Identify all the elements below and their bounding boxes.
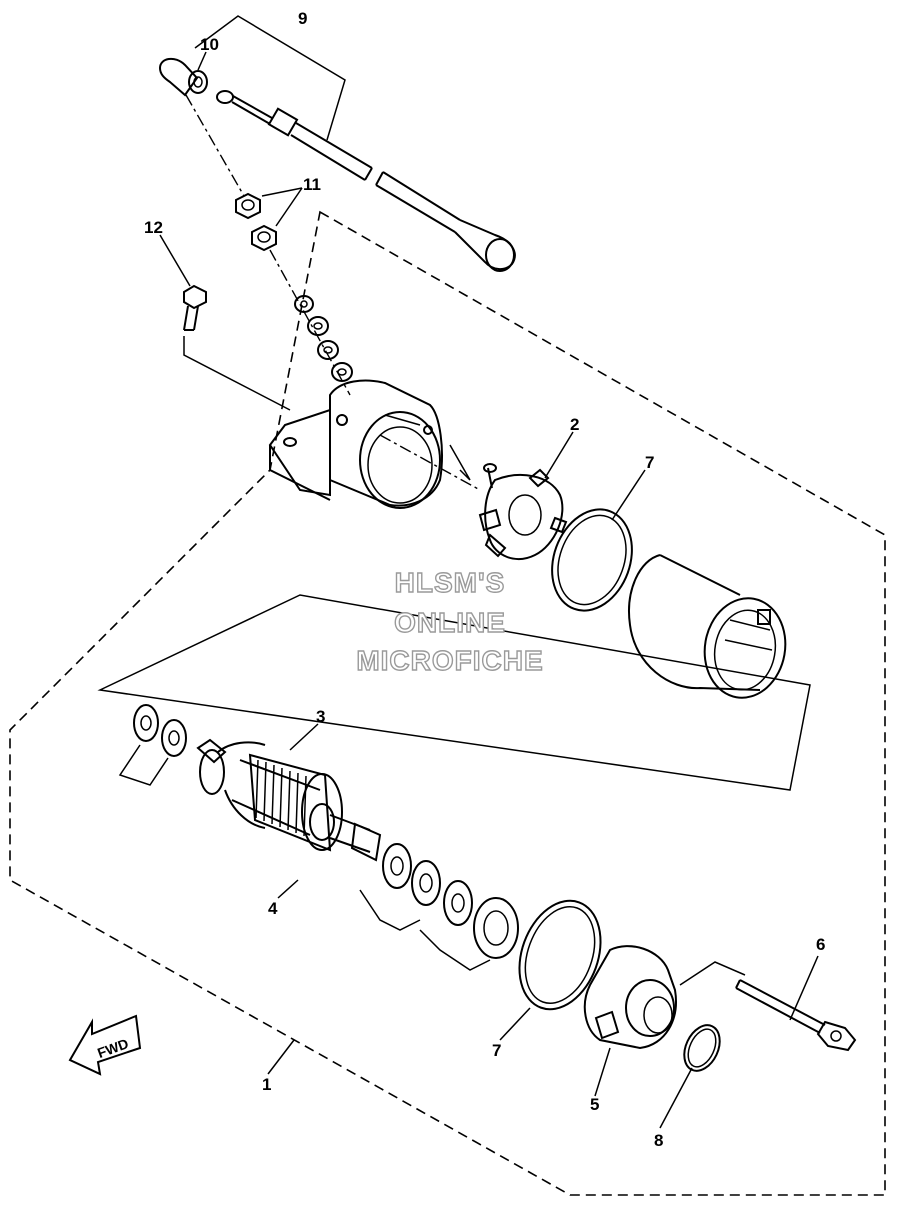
armature-washers-left bbox=[118, 704, 187, 786]
watermark-line-3: MICROFICHE bbox=[356, 645, 543, 676]
nut-upper bbox=[235, 192, 261, 220]
o-ring-upper bbox=[551, 508, 633, 612]
assembly-outline-dashed bbox=[9, 210, 886, 1196]
callout-4: 4 bbox=[268, 899, 278, 918]
brush-plate-2 bbox=[449, 444, 568, 560]
rear-cover-5 bbox=[583, 945, 677, 1050]
through-bolt-6 bbox=[735, 979, 857, 1052]
callout-3: 3 bbox=[316, 707, 325, 726]
starter-cable bbox=[158, 57, 516, 272]
callout-12: 12 bbox=[144, 218, 163, 237]
mounting-bolt-12 bbox=[183, 284, 207, 331]
guide-line-bolt bbox=[679, 961, 746, 986]
o-ring-lower bbox=[518, 899, 602, 1011]
callout-10: 10 bbox=[200, 35, 219, 54]
armature-3 bbox=[196, 738, 382, 862]
bolt-12-guide bbox=[183, 336, 291, 411]
watermark-line-2: ONLINE bbox=[394, 607, 506, 638]
guide-line-brush-plate bbox=[379, 434, 481, 491]
cable-group-bracket bbox=[194, 15, 346, 141]
guide-line-terminal bbox=[185, 94, 245, 197]
yoke-field-housing bbox=[628, 554, 787, 699]
callout-2: 2 bbox=[570, 415, 579, 434]
armature-group-bracket bbox=[97, 594, 811, 791]
callout-1: 1 bbox=[262, 1075, 271, 1094]
leader-lines bbox=[159, 51, 819, 1129]
callout-9: 9 bbox=[298, 9, 307, 28]
front-cover-housing bbox=[268, 379, 443, 509]
callout-7-upper: 7 bbox=[645, 453, 654, 472]
callout-11: 11 bbox=[303, 175, 321, 194]
fwd-direction-arrow: FWD bbox=[68, 1014, 142, 1076]
armature-washers-right bbox=[359, 843, 519, 971]
washer-stack bbox=[294, 295, 353, 382]
o-ring-8 bbox=[683, 1024, 721, 1072]
guide-line-washers bbox=[269, 249, 351, 396]
callout-8: 8 bbox=[654, 1131, 663, 1150]
callout-5: 5 bbox=[590, 1095, 599, 1114]
watermark: HLSM'S ONLINE MICROFICHE bbox=[356, 566, 544, 676]
watermark-line-1: HLSM'S bbox=[395, 567, 506, 598]
nut-lower bbox=[251, 224, 277, 252]
callout-7-lower: 7 bbox=[492, 1041, 501, 1060]
callout-6: 6 bbox=[816, 935, 825, 954]
